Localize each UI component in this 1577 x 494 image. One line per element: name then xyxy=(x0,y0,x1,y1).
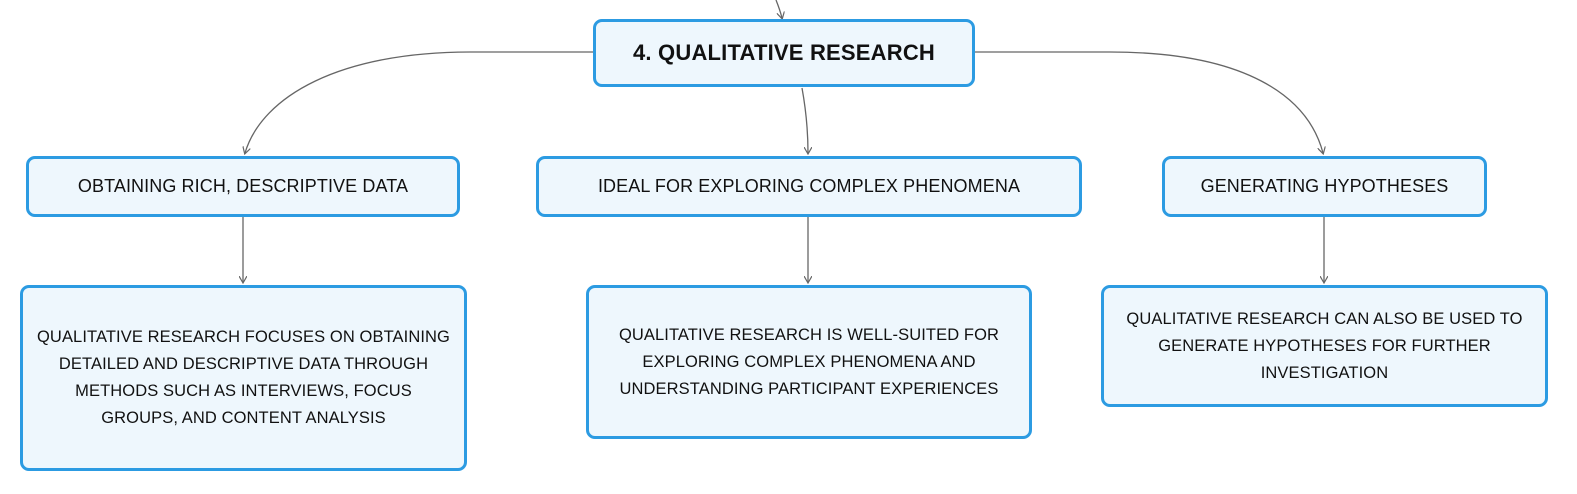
detail-node-hypotheses[interactable]: QUALITATIVE RESEARCH CAN ALSO BE USED TO… xyxy=(1101,285,1548,407)
branch-node-rich-data[interactable]: OBTAINING RICH, DESCRIPTIVE DATA xyxy=(26,156,460,217)
connector-root-to-branch-2 xyxy=(801,87,808,153)
detail-node-complex-phenomena[interactable]: QUALITATIVE RESEARCH IS WELL-SUITED FOR … xyxy=(586,285,1032,439)
branch-node-hypotheses[interactable]: GENERATING HYPOTHESES xyxy=(1162,156,1487,217)
root-node-title: 4. QUALITATIVE RESEARCH xyxy=(632,40,936,65)
branch-node-label: OBTAINING RICH, DESCRIPTIVE DATA xyxy=(77,176,409,196)
detail-node-text: QUALITATIVE RESEARCH IS WELL-SUITED FOR … xyxy=(618,325,1000,398)
branch-node-label: IDEAL FOR EXPLORING COMPLEX PHENOMENA xyxy=(597,176,1021,196)
detail-node-text: QUALITATIVE RESEARCH CAN ALSO BE USED TO… xyxy=(1126,309,1523,382)
detail-node-text: QUALITATIVE RESEARCH FOCUSES ON OBTAININ… xyxy=(37,328,450,427)
connector-root-to-branch-3 xyxy=(975,51,1323,153)
branch-node-complex-phenomena[interactable]: IDEAL FOR EXPLORING COMPLEX PHENOMENA xyxy=(536,156,1082,217)
branch-node-label: GENERATING HYPOTHESES xyxy=(1200,176,1449,196)
connector-root-to-branch-1 xyxy=(245,51,593,153)
connector-incoming xyxy=(775,0,782,18)
root-node[interactable]: 4. QUALITATIVE RESEARCH xyxy=(593,19,975,87)
detail-node-rich-data[interactable]: QUALITATIVE RESEARCH FOCUSES ON OBTAININ… xyxy=(20,285,467,471)
